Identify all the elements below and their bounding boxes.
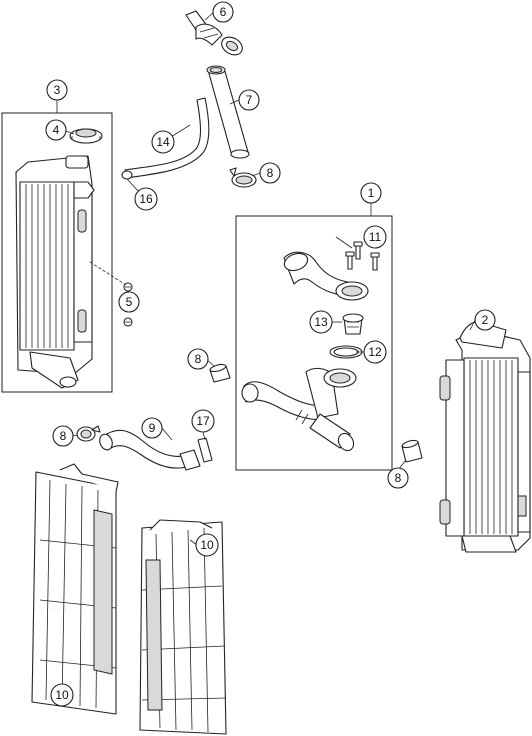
- callout-8-right: 8: [387, 467, 409, 489]
- small-fitting-part: [197, 431, 213, 463]
- coolant-pipe-part: [206, 65, 250, 159]
- callout-8-top: 8: [259, 162, 281, 184]
- right-radiator-part: [439, 321, 531, 553]
- callout-3: 3: [46, 79, 68, 101]
- svg-text:14: 14: [156, 135, 170, 149]
- hose-clamp-lower-part: [76, 425, 101, 442]
- lower-radiator-hose-part: [99, 429, 201, 471]
- svg-text:8: 8: [195, 352, 202, 366]
- svg-text:10: 10: [55, 688, 69, 702]
- svg-text:13: 13: [314, 315, 328, 329]
- svg-text:8: 8: [267, 166, 274, 180]
- svg-text:3: 3: [54, 83, 61, 97]
- thermostat-housing-lower-part: [241, 367, 357, 452]
- callout-13: 13: [309, 310, 333, 334]
- thermostat-part: [342, 313, 364, 335]
- svg-text:5: 5: [126, 295, 133, 309]
- hose-connector-part: [185, 10, 243, 56]
- callout-4: 4: [45, 119, 67, 141]
- radiator-guard-left-part: [31, 463, 119, 715]
- thermostat-housing-upper-part: [283, 251, 369, 301]
- left-radiator-part: [15, 155, 95, 389]
- hose-sleeve-right-part: [401, 439, 423, 463]
- svg-text:2: 2: [482, 313, 489, 327]
- breather-hose-part: [124, 97, 210, 179]
- thermostat-group-frame: [235, 215, 393, 471]
- svg-text:4: 4: [53, 123, 60, 137]
- callout-10-right: 10: [195, 533, 219, 557]
- callout-9: 9: [141, 417, 163, 439]
- svg-text:16: 16: [139, 192, 153, 206]
- callout-8-middle: 8: [187, 348, 209, 370]
- callout-10-left: 10: [50, 683, 74, 707]
- svg-text:8: 8: [60, 429, 67, 443]
- svg-text:7: 7: [246, 93, 253, 107]
- svg-text:1: 1: [368, 186, 375, 200]
- radiator-cap-part: [69, 128, 103, 144]
- svg-text:11: 11: [369, 230, 382, 244]
- callout-2: 2: [474, 309, 496, 331]
- radiator-guard-right-part: [139, 519, 227, 735]
- svg-text:6: 6: [220, 5, 227, 19]
- svg-text:12: 12: [368, 345, 382, 359]
- small-clamp-part: [121, 170, 141, 194]
- callout-1: 1: [360, 182, 382, 204]
- callout-17: 17: [191, 409, 215, 433]
- callout-7: 7: [238, 89, 260, 111]
- callout-16: 16: [134, 187, 158, 211]
- hose-sleeve-middle-part: [209, 363, 231, 383]
- callout-8-left: 8: [52, 425, 74, 447]
- bolt-set-part: [345, 241, 380, 271]
- callout-11: 11: [363, 225, 387, 249]
- callout-5: 5: [118, 291, 140, 313]
- callout-14: 14: [151, 130, 175, 154]
- callout-12: 12: [363, 340, 387, 364]
- leader-lines: [61, 11, 476, 701]
- screw-part: [89, 261, 133, 327]
- hose-clamp-top-part: [229, 167, 257, 188]
- callout-6: 6: [212, 1, 234, 23]
- svg-text:10: 10: [200, 538, 214, 552]
- svg-text:9: 9: [149, 421, 156, 435]
- svg-text:17: 17: [196, 414, 210, 428]
- svg-text:8: 8: [395, 471, 402, 485]
